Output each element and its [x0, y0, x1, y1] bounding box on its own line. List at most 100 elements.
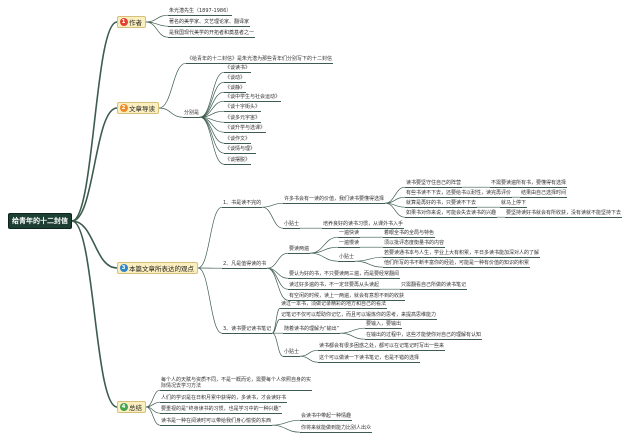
letter-title: 《谈读书》	[224, 65, 252, 73]
connector-line	[199, 91, 225, 118]
connector-line	[145, 389, 161, 408]
choose-result: 要坚持读好书就会有所收获，没有读就不能坚持下去	[505, 210, 623, 218]
reread-result: 只需翻看自己所做的读书笔记	[400, 282, 468, 290]
branch-label: 本篇文章所表达的观点	[129, 265, 194, 273]
number-badge-4: 4	[119, 403, 128, 411]
guide-list-label: 分别是	[183, 110, 201, 118]
letter-title: 《谈静》	[224, 85, 247, 93]
slow-read-label: 一遍慢读	[338, 240, 361, 248]
branch-label: 文章导读	[129, 105, 155, 113]
connector-line	[339, 332, 366, 340]
letter-title: 《谈摆脱》	[224, 157, 252, 165]
output-label: 随着读书的理解为“输出”	[283, 326, 341, 334]
summary-item: 人们的学识是在日积月累中获得的，多读书，才会读好书	[160, 395, 288, 403]
connector-line	[199, 116, 225, 165]
number-badge-2: 2	[119, 104, 128, 112]
connector-line	[309, 246, 339, 254]
connector-line	[266, 267, 289, 301]
summary-joy: 读书是一种在阅读时可以带给我们身心愉悦的东西	[160, 418, 273, 426]
connector-line	[339, 327, 366, 334]
connector-line	[199, 116, 225, 154]
connector-line	[145, 21, 169, 38]
tip-text: 这个可以做读一下读书笔记，也是不错的选择	[318, 355, 421, 363]
author-item: 著名的美学家、文艺理论家、翻译家	[168, 19, 251, 27]
connector-line	[271, 307, 281, 334]
number-badge-1: 1	[119, 18, 128, 26]
letter-title: 《谈多元宇宙》	[224, 115, 262, 123]
connector-line	[158, 107, 184, 118]
letter-title: 《谈升学与选课》	[224, 125, 267, 133]
note-item: 读过一本书，须做记录精彩的地方和自己的看法	[280, 301, 388, 309]
branch-label: 总结	[129, 404, 142, 412]
branch-label: 作者	[129, 19, 142, 27]
choose-item: 如果书对你来说，可能会失去读书的兴趣	[405, 210, 498, 218]
fast-read-label: 一遍快读	[338, 230, 361, 238]
connector-line	[354, 260, 384, 268]
connector-line	[271, 419, 301, 426]
choose-result: 不需要读遍所有书，要懂得有选择	[490, 180, 568, 188]
connector-line	[271, 318, 281, 334]
author-item: 朱光潜先生（1897-1986）	[168, 8, 233, 16]
choose-item: 读书要坚守住自己的阵营	[405, 180, 463, 188]
note-item: 记笔记不仅可以帮助你记忆，而且可以锻炼你的思考，来提高思维能力	[280, 312, 438, 320]
tip-text: 他们所写的书不断丰富你的经验，可能是一种有价值的知识的积累	[383, 260, 531, 268]
view-point-1: 1、书是读不完的	[222, 200, 263, 208]
connector-line	[199, 100, 225, 118]
letter-title: 《谈作文》	[224, 136, 252, 144]
letter-title: 《谈十字街头》	[224, 104, 262, 112]
guide-intro: 《给青年的十二封信》是朱光潜为那些青年们分别写下的十二封信	[186, 56, 334, 64]
connector-line	[299, 355, 319, 363]
connector-line	[309, 236, 339, 254]
connector-line	[71, 21, 118, 222]
letter-title: 《谈动》	[224, 75, 247, 83]
connector-line	[199, 81, 225, 118]
letter-title: 《谈中学生与社会运动》	[224, 94, 282, 102]
choose-item: 有些书读不下去，还要给书以耐性，读完再评价	[405, 190, 513, 198]
connector-line	[271, 424, 301, 433]
summary-joy-item: 你将来就能做到能力比别人出众	[300, 425, 373, 433]
branch-author: 1 作者	[117, 16, 146, 28]
central-topic: 给青年的十二封信	[8, 213, 72, 229]
tip-text: 若要读通书本与人生，学业上大有积累，平日多读书能加深对人的了解	[383, 250, 541, 258]
choose-item: 就算是再好的书，只要读不下去	[405, 200, 478, 208]
connector-line	[158, 62, 187, 109]
tip-label: 小贴士	[338, 254, 356, 262]
view-point-3: 3、读书要记读书笔记	[222, 326, 273, 334]
connector-line	[299, 349, 319, 357]
tip-text: 培养良好的读书习惯，从课外书入手	[322, 221, 405, 229]
reread-item: 读过好多遍的书，不一定非要再从头读起	[288, 282, 381, 290]
spare-time-read: 有空闲的时候，读上一两遍，就会有意想不到的收获	[288, 293, 406, 301]
connector-line	[197, 267, 223, 334]
connector-line	[145, 406, 161, 426]
output-text: 在输出的过程中，这些才能使你对自己的理解有认知	[365, 332, 483, 340]
letter-title: 《谈情与理》	[224, 146, 257, 154]
branch-guide: 2 文章导读	[117, 102, 159, 114]
connector-line	[197, 206, 223, 269]
connector-line	[199, 71, 225, 118]
choose-result: 就马上停下	[500, 200, 528, 208]
summary-item: 每个人的天赋与资质不同，不是一概而论，需要每个人依照自身的实际情况去学习方法	[160, 377, 312, 391]
connector-line	[261, 202, 284, 208]
output-text: 要输入，要输出	[365, 321, 403, 329]
connector-line	[71, 220, 118, 408]
choose-result: 结果由自己选择时间	[520, 190, 568, 198]
branch-views: 3 本篇文章所表达的观点	[117, 262, 198, 274]
slow-read-text: 须以批评态度衡量书的内容	[383, 240, 446, 248]
author-item: 是我国现代美学的开拓者和奠基者之一	[168, 30, 256, 38]
read-twice: 要读两遍	[288, 246, 311, 254]
connector-line	[266, 252, 289, 269]
fast-read-text: 着眼全书的全局与特色	[383, 230, 436, 238]
connector-line	[71, 220, 118, 269]
branch-summary: 4 总结	[117, 401, 146, 413]
connector-line	[145, 14, 169, 23]
tip-label: 小贴士	[283, 221, 301, 229]
tip-text: 读书都会有很多困惑之处，都可以在记笔记时写出一些来	[318, 343, 446, 351]
choose-books: 许多书会有一读的价值，我们读书要懂得选择	[283, 196, 386, 204]
connector-line	[384, 202, 406, 218]
connector-line	[354, 256, 384, 262]
connector-line	[71, 107, 118, 222]
read-often: 要认为好的书，不只要读两三遍，而是要经常翻阅	[288, 271, 401, 279]
summary-item: 要重视的是“终身读书的习惯，也是学习中的一种兴趣”	[160, 406, 283, 414]
